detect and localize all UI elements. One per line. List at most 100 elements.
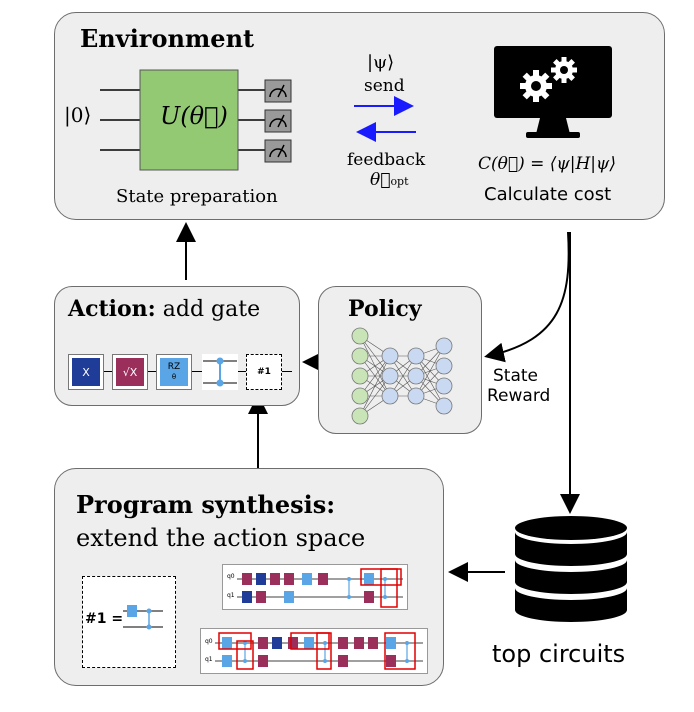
nn-node: [351, 367, 369, 385]
macro-label: #1 =: [85, 611, 124, 627]
circuit-top-svg: [237, 568, 403, 608]
feedback-theta-opt: θ⃗opt: [370, 170, 409, 190]
reward-label: Reward: [487, 386, 551, 406]
cz-icon: [203, 357, 237, 387]
gate-sx: [364, 591, 374, 603]
policy-panel: [318, 286, 482, 434]
qubit-0-label: q0: [227, 573, 235, 580]
cost-formula: C(θ⃗) = ⟨ψ|H|ψ⟩: [478, 154, 616, 174]
gate-rz: [284, 591, 294, 603]
highlight-box: [316, 632, 332, 670]
gate-rz: [386, 637, 396, 649]
nn-node: [407, 387, 425, 405]
nn-edge: [415, 345, 445, 397]
gate-sqrt-x-label: √X: [122, 365, 138, 379]
circuit-top-contents: [237, 568, 403, 608]
state-label: State: [493, 366, 538, 386]
gate-sx: [338, 655, 348, 667]
gate-rz-body: RZ θ: [160, 358, 188, 386]
gate-x: [256, 573, 266, 585]
ket-zero-label: |0⟩: [64, 103, 92, 127]
gate-sx: [284, 573, 294, 585]
cz-dot: [405, 659, 409, 663]
state-preparation-circuit: [100, 69, 292, 171]
nn-node: [407, 367, 425, 385]
gate-sx: [270, 573, 280, 585]
highlight-box: [384, 632, 416, 670]
gate-x: [272, 637, 282, 649]
gate-sx: [386, 655, 396, 667]
gate-sx: [288, 637, 298, 649]
nn-node: [351, 387, 369, 405]
gate-x-label: X: [82, 365, 90, 379]
cz-dot: [243, 641, 247, 645]
unitary-label: U(θ⃗): [160, 102, 228, 130]
action-title-bold: Action:: [68, 296, 156, 322]
nn-node: [351, 327, 369, 345]
gate-macro-1-label: #1: [257, 367, 271, 377]
cz-dot: [347, 577, 351, 581]
qubit-1-label: q1: [227, 592, 235, 599]
neural-network-icon: [351, 327, 453, 425]
highlight-box: [290, 632, 330, 650]
theta-opt-subscript: opt: [390, 175, 409, 188]
nn-node: [351, 347, 369, 365]
measurement-icon: [264, 109, 292, 133]
unitary-gate: [139, 69, 239, 171]
cz-dot: [323, 641, 327, 645]
action-title-rest: add gate: [155, 297, 261, 322]
circuit-bottom: q0 q1: [200, 628, 428, 674]
nn-node: [381, 347, 399, 365]
nn-node: [435, 397, 453, 415]
qubit-1-label: q1: [205, 656, 213, 663]
cz-dot: [323, 659, 327, 663]
nn-node: [381, 387, 399, 405]
synthesis-subtitle: extend the action space: [76, 524, 366, 552]
send-math: |ψ⟩: [367, 52, 395, 73]
gate-x[interactable]: X: [68, 354, 104, 390]
gate-rz: [222, 637, 232, 649]
gate-rz: [222, 655, 232, 667]
gate-rz-label: RZ: [167, 362, 181, 372]
nn-node: [435, 337, 453, 355]
gate-set: X √X RZ θ #1: [68, 352, 292, 392]
state-preparation-label: State preparation: [116, 186, 278, 207]
gate-macro-1[interactable]: #1: [246, 354, 282, 390]
send-label: send: [364, 76, 405, 96]
gate-sqrt-x[interactable]: √X: [112, 354, 148, 390]
gate-cz[interactable]: [202, 354, 238, 390]
nn-node: [435, 357, 453, 375]
gate-x: [242, 591, 252, 603]
highlight-box: [380, 568, 398, 608]
measurement-icon: [264, 79, 292, 103]
macro-circuit: [123, 605, 163, 630]
nn-node: [381, 367, 399, 385]
gate-rz-param: θ: [171, 373, 177, 381]
nn-node: [435, 377, 453, 395]
policy-title: Policy: [348, 296, 422, 322]
gate-sqrt-x-body: √X: [116, 358, 144, 386]
highlight-box: [236, 640, 254, 670]
nn-node: [407, 347, 425, 365]
gate-sx: [338, 637, 348, 649]
gate-rz[interactable]: RZ θ: [156, 354, 192, 390]
cz-dot: [405, 641, 409, 645]
gate-sx: [354, 637, 364, 649]
calculate-cost-label: Calculate cost: [484, 184, 612, 205]
gate-x-body: X: [72, 358, 100, 386]
monitor-gears-icon: [494, 46, 612, 138]
gate-rz: [302, 573, 312, 585]
action-title: Action: add gate: [68, 296, 260, 322]
circuit-bottom-svg: [215, 632, 423, 670]
theta-opt-symbol: θ⃗: [370, 170, 391, 190]
gate-sx: [318, 573, 328, 585]
nn-edge: [359, 355, 391, 417]
send-arrow: [354, 96, 416, 142]
gate-sx: [368, 637, 378, 649]
nn-node: [351, 407, 369, 425]
qubit-0-label: q0: [205, 638, 213, 645]
circuit-bottom-contents: [215, 632, 423, 670]
state-reward-label: State Reward: [487, 366, 550, 406]
macro-definition: #1 =: [82, 576, 176, 668]
measurement-icon: [264, 139, 292, 163]
